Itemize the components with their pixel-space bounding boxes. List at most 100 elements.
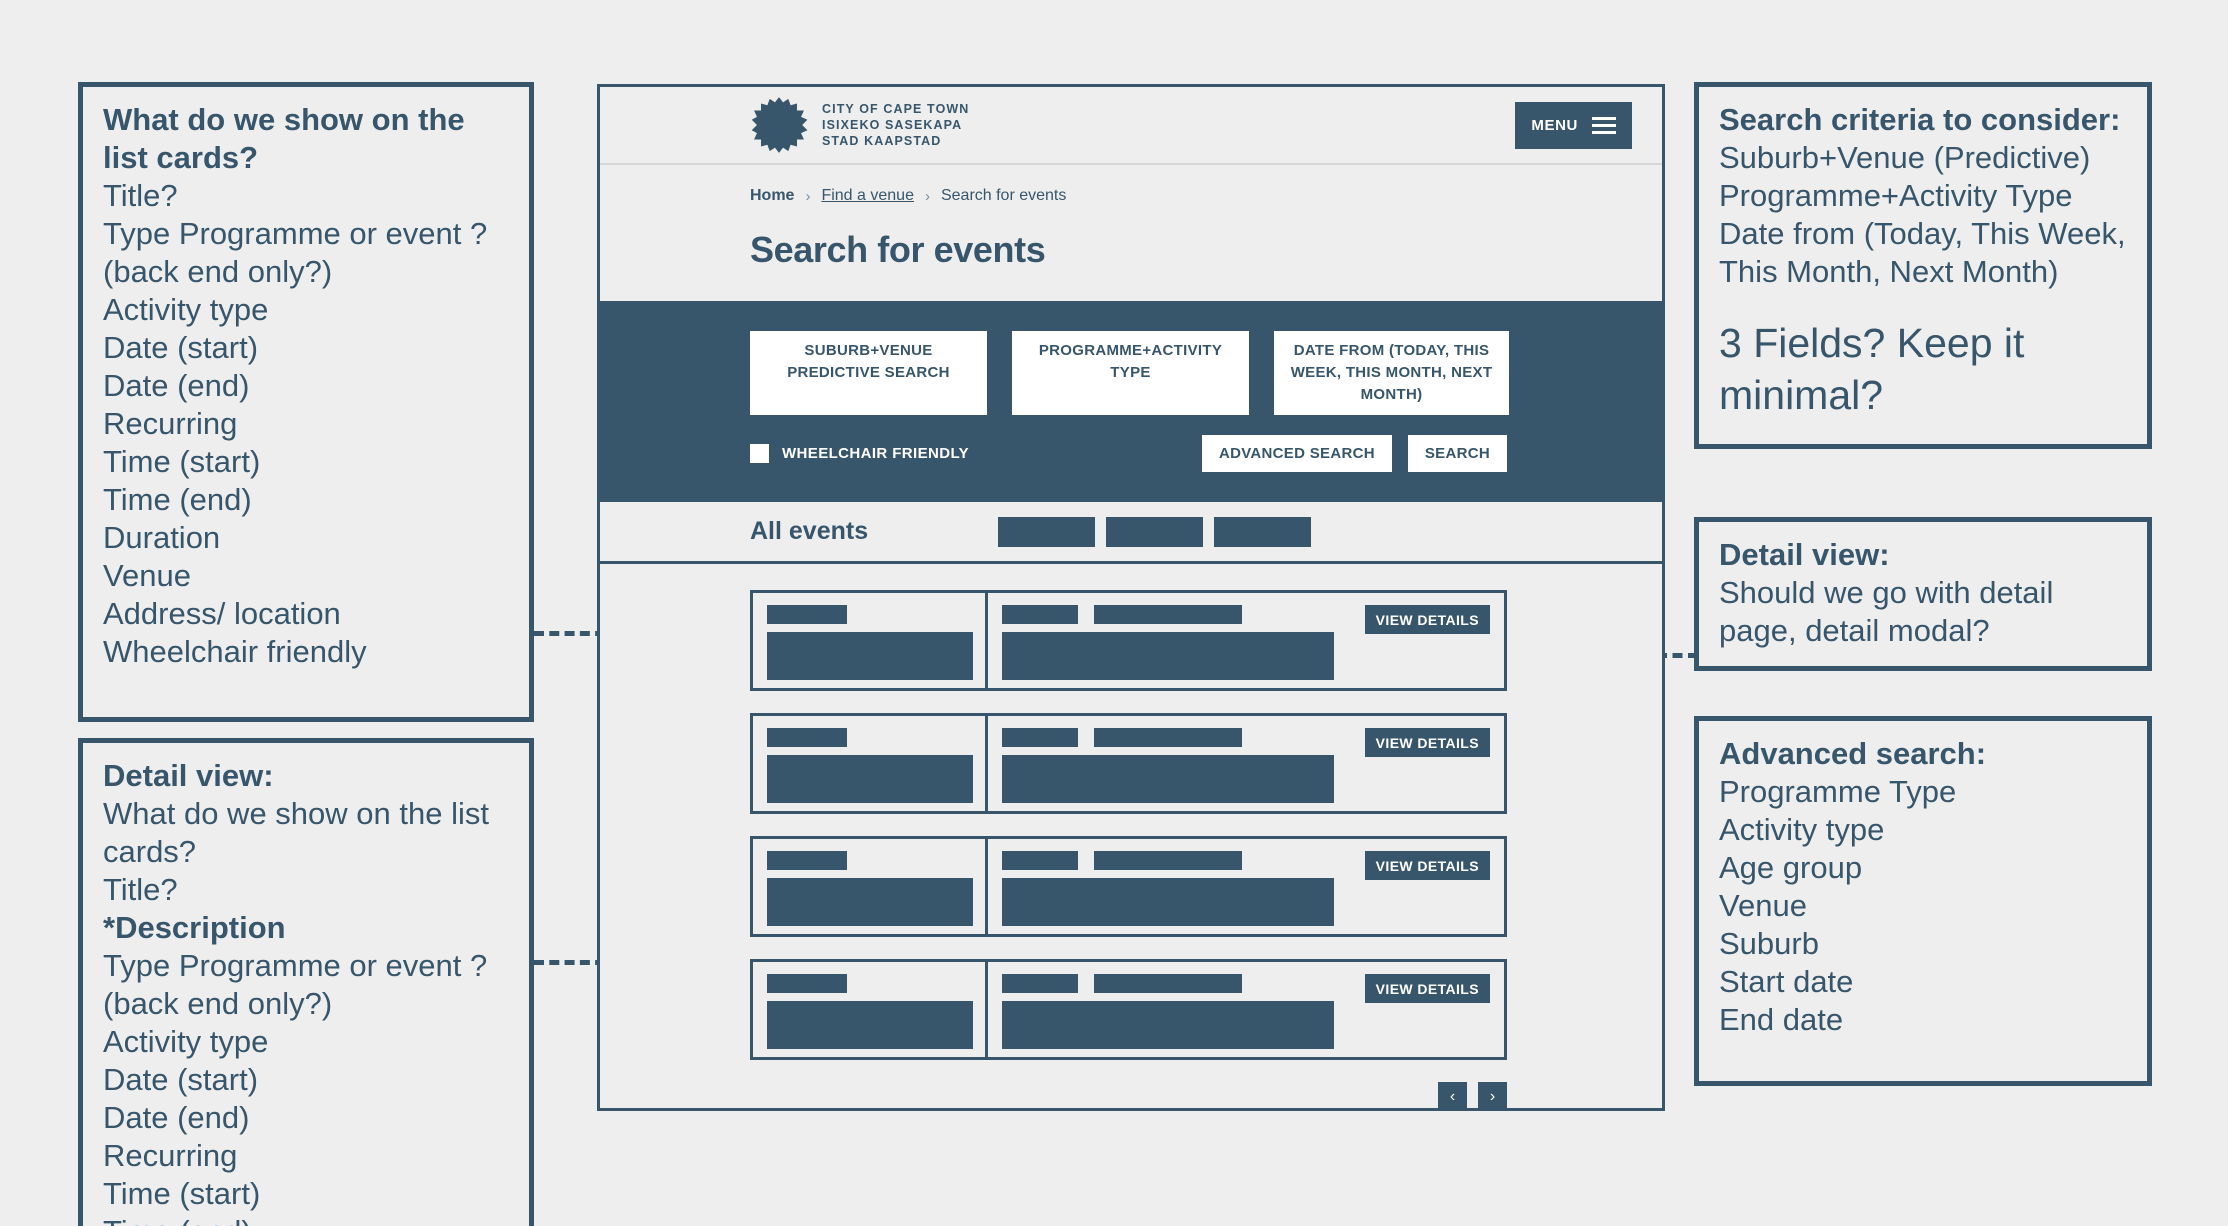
browser-page-wireframe: CITY OF CAPE TOWN ISIXEKO SASEKAPA STAD … <box>597 84 1665 1111</box>
card-date-placeholder <box>767 851 847 870</box>
note-line: Date from (Today, This Week, <box>1719 216 2126 251</box>
note-search-criteria: Search criteria to consider: Suburb+Venu… <box>1694 82 2152 449</box>
card-text-group <box>1002 974 1334 1049</box>
card-image-placeholder <box>767 632 973 680</box>
note-line: Venue <box>103 558 191 593</box>
note-line: Recurring <box>103 406 238 441</box>
note-line: Date (end) <box>103 368 250 403</box>
card-title-placeholder <box>1094 605 1242 624</box>
wheelchair-friendly-label: WHEELCHAIR FRIENDLY <box>782 445 970 462</box>
card-tag-row <box>1002 974 1334 993</box>
search-control-row: WHEELCHAIR FRIENDLY ADVANCED SEARCH SEAR… <box>750 435 1507 472</box>
breadcrumb-find-a-venue[interactable]: Find a venue <box>821 187 914 204</box>
view-details-button[interactable]: VIEW DETAILS <box>1364 851 1490 880</box>
card-tag-row <box>1002 605 1334 624</box>
advanced-search-button[interactable]: ADVANCED SEARCH <box>1201 435 1392 472</box>
card-tag-row <box>1002 851 1334 870</box>
filter-chip[interactable] <box>1106 516 1204 547</box>
note-line: Title? <box>103 178 178 213</box>
note-line: Suburb <box>1719 926 1819 961</box>
date-from-input[interactable]: DATE FROM (TODAY, THIS WEEK, THIS MONTH,… <box>1274 331 1509 415</box>
card-content-column: VIEW DETAILS <box>988 593 1504 688</box>
note-detail-right-heading: Detail view: <box>1719 537 1890 572</box>
breadcrumb-home[interactable]: Home <box>750 187 795 204</box>
note-detail-view-left: Detail view: What do we show on the list… <box>78 738 534 1226</box>
site-brand[interactable]: CITY OF CAPE TOWN ISIXEKO SASEKAPA STAD … <box>750 96 969 154</box>
card-tag-row <box>1002 728 1334 747</box>
card-content-column: VIEW DETAILS <box>988 716 1504 811</box>
event-result-card[interactable]: VIEW DETAILS <box>750 713 1507 814</box>
note-line: Date (start) <box>103 330 259 365</box>
note-search-criteria-question: 3 Fields? Keep it minimal? <box>1719 320 2025 418</box>
wheelchair-friendly-checkbox[interactable] <box>750 444 769 463</box>
event-result-card[interactable]: VIEW DETAILS <box>750 590 1507 691</box>
brand-line-2: ISIXEKO SASEKAPA <box>822 118 963 132</box>
note-line: (back end only?) <box>103 254 333 289</box>
brand-line-1: CITY OF CAPE TOWN <box>822 102 970 116</box>
note-line: This Month, Next Month) <box>1719 254 2059 289</box>
pagination-prev-button[interactable]: ‹ <box>1438 1082 1467 1111</box>
card-date-placeholder <box>767 974 847 993</box>
view-details-button[interactable]: VIEW DETAILS <box>1364 974 1490 1003</box>
brand-line-3: STAD KAAPSTAD <box>822 134 942 148</box>
filter-chip[interactable] <box>998 516 1096 547</box>
note-line: Recurring <box>103 1138 238 1173</box>
card-title-placeholder <box>1094 728 1242 747</box>
note-line: Activity type <box>103 292 269 327</box>
search-button-group: ADVANCED SEARCH SEARCH <box>1201 435 1507 472</box>
breadcrumb: Home › Find a venue › Search for events <box>600 165 1662 205</box>
card-text-group <box>1002 605 1334 680</box>
chevron-right-icon: › <box>805 187 811 205</box>
hamburger-icon <box>1592 113 1616 138</box>
filter-chip[interactable] <box>1214 516 1312 547</box>
menu-button[interactable]: MENU <box>1515 101 1632 149</box>
wheelchair-friendly-checkbox-group[interactable]: WHEELCHAIR FRIENDLY <box>750 444 969 463</box>
note-line: Age group <box>1719 850 1863 885</box>
note-line: Title? <box>103 872 178 907</box>
card-title-placeholder <box>1094 851 1242 870</box>
note-spacer <box>1719 291 2127 317</box>
note-list-cards: What do we show on the list cards? Title… <box>78 82 534 722</box>
card-description-placeholder <box>1002 1001 1334 1049</box>
card-date-placeholder <box>767 605 847 624</box>
event-result-card[interactable]: VIEW DETAILS <box>750 836 1507 937</box>
card-tag-placeholder <box>1002 605 1078 624</box>
brand-text: CITY OF CAPE TOWN ISIXEKO SASEKAPA STAD … <box>822 101 969 149</box>
card-image-placeholder <box>767 878 973 926</box>
suburb-venue-search-input[interactable]: SUBURB+VENUE PREDICTIVE SEARCH <box>750 331 987 415</box>
search-filter-band: SUBURB+VENUE PREDICTIVE SEARCH PROGRAMME… <box>600 301 1662 502</box>
note-line: *Description <box>103 910 286 945</box>
card-title-placeholder <box>1094 974 1242 993</box>
card-description-placeholder <box>1002 632 1334 680</box>
card-content-column: VIEW DETAILS <box>988 962 1504 1057</box>
card-media-column <box>753 962 988 1057</box>
note-detail-left-heading: Detail view: <box>103 758 274 793</box>
event-result-card[interactable]: VIEW DETAILS <box>750 959 1507 1060</box>
all-events-label: All events <box>750 517 869 545</box>
programme-activity-type-input[interactable]: PROGRAMME+ACTIVITY TYPE <box>1012 331 1249 415</box>
card-text-group <box>1002 728 1334 803</box>
card-description-placeholder <box>1002 755 1334 803</box>
card-image-placeholder <box>767 1001 973 1049</box>
card-text-group <box>1002 851 1334 926</box>
card-content-column: VIEW DETAILS <box>988 839 1504 934</box>
note-line: cards? <box>103 834 197 869</box>
note-line: Time (end) <box>103 1213 509 1226</box>
pagination: ‹ › <box>750 1082 1507 1111</box>
pagination-next-button[interactable]: › <box>1478 1082 1507 1111</box>
note-line: Duration <box>103 520 221 555</box>
search-button[interactable]: SEARCH <box>1407 435 1507 472</box>
menu-button-label: MENU <box>1531 116 1578 134</box>
card-image-placeholder <box>767 755 973 803</box>
note-line: Time (end) <box>103 482 252 517</box>
note-line: Activity type <box>103 1024 269 1059</box>
card-tag-placeholder <box>1002 974 1078 993</box>
note-line: Activity type <box>1719 812 1885 847</box>
view-details-button[interactable]: VIEW DETAILS <box>1364 605 1490 634</box>
card-tag-placeholder <box>1002 728 1078 747</box>
note-line: Type Programme or event ? <box>103 216 488 251</box>
note-line: Address/ location <box>103 596 341 631</box>
view-details-button[interactable]: VIEW DETAILS <box>1364 728 1490 757</box>
note-line: Date (start) <box>103 1062 259 1097</box>
